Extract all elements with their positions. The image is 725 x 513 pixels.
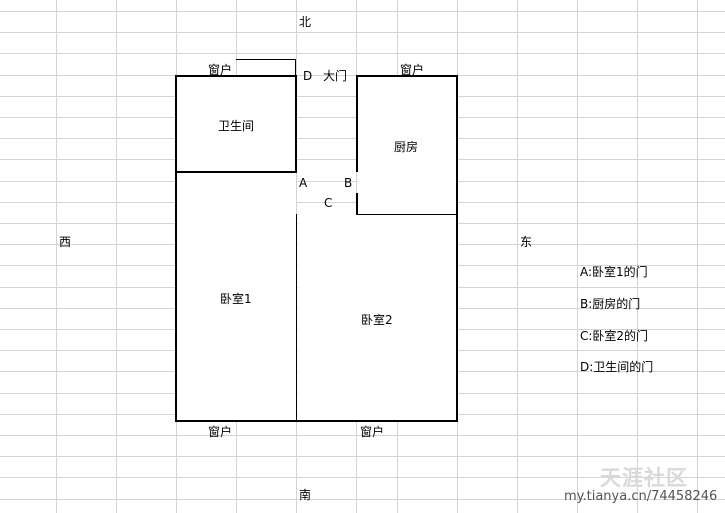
door-a: A [299, 176, 308, 190]
room-bathroom: 卫生间 [218, 119, 255, 133]
bedroom2-area [298, 215, 456, 420]
compass-west: 西 [59, 235, 72, 249]
outer-wall-top-left [175, 75, 297, 77]
compass-north: 北 [299, 15, 312, 29]
legend-a: A:卧室1的门 [580, 265, 648, 279]
legend-c: C:卧室2的门 [580, 329, 649, 343]
door-d: D [303, 69, 313, 83]
window-ledge-side [295, 59, 296, 76]
window-ledge-top [236, 59, 296, 60]
compass-east: 东 [520, 235, 533, 249]
window-top-left: 窗户 [208, 63, 233, 77]
door-c: C [324, 196, 333, 210]
room-bedroom2: 卧室2 [361, 313, 393, 327]
outer-wall-bottom [175, 420, 458, 422]
bathroom-wall-right [295, 75, 297, 173]
watermark-url: my.tianya.cn/74458246 [564, 489, 718, 504]
window-top-right: 窗户 [400, 63, 425, 77]
tianya-logo: 天涯社区 [600, 466, 688, 490]
kitchen-area [358, 77, 456, 214]
outer-wall-right [456, 75, 458, 422]
legend-b: B:厨房的门 [580, 297, 641, 311]
window-bottom-left: 窗户 [208, 425, 233, 439]
room-bedroom1: 卧室1 [220, 292, 252, 306]
kitchen-wall-left [356, 75, 358, 172]
kitchen-wall-left-lower [356, 193, 358, 215]
outer-wall-top-right [357, 75, 458, 77]
bedroom-divider [296, 214, 297, 422]
door-b: B [344, 176, 353, 190]
main-door: 大门 [323, 69, 348, 83]
compass-south: 南 [299, 488, 312, 502]
bathroom-wall-bottom [175, 171, 297, 173]
outer-wall-left [175, 75, 177, 422]
bedroom1-area [177, 173, 296, 420]
kitchen-wall-bottom [356, 214, 458, 215]
legend-d: D:卫生间的门 [580, 360, 654, 374]
room-kitchen: 厨房 [394, 140, 419, 154]
bathroom-area [177, 77, 296, 172]
window-bottom-right: 窗户 [360, 425, 385, 439]
